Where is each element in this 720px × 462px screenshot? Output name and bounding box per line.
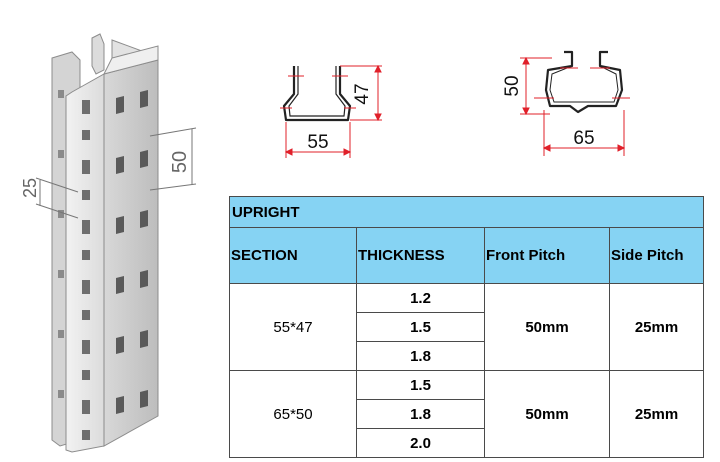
dim-label-50: 50 <box>169 151 191 173</box>
upright-spec-table: UPRIGHT SECTION THICKNESS Front Pitch Si… <box>229 196 704 458</box>
profile-65x50-drawing: 50 65 <box>502 50 630 156</box>
profile-65x50-dimensions <box>520 56 630 156</box>
header-front-pitch: Front Pitch <box>484 227 610 284</box>
header-section: SECTION <box>229 227 357 284</box>
thickness-value: 2.0 <box>356 428 485 458</box>
front-pitch-value: 50mm <box>484 283 610 371</box>
dimension-50-lines <box>149 127 197 191</box>
table-title: UPRIGHT <box>229 196 704 228</box>
profile-65x50-width-label: 65 <box>573 128 594 149</box>
upright-post-illustration: 25 50 <box>20 33 197 453</box>
thickness-value: 1.8 <box>356 341 485 371</box>
thickness-value: 1.2 <box>356 283 485 313</box>
profile-55x47-outline <box>282 66 352 122</box>
front-perforations <box>82 100 90 440</box>
side-pitch-value: 25mm <box>609 370 704 458</box>
profile-55x47-width-label: 55 <box>307 132 328 153</box>
thickness-value: 1.8 <box>356 399 485 429</box>
profile-55x47-height-label: 47 <box>352 83 373 104</box>
profile-65x50-height-label: 50 <box>502 75 523 96</box>
front-pitch-value: 50mm <box>484 370 610 458</box>
profile-55x47-drawing: 55 47 <box>280 64 382 158</box>
thickness-value: 1.5 <box>356 312 485 342</box>
section-value: 65*50 <box>229 370 357 458</box>
header-thickness: THICKNESS <box>356 227 485 284</box>
dimension-25-lines <box>35 177 79 219</box>
side-perforations <box>116 90 148 414</box>
thickness-value: 1.5 <box>356 370 485 400</box>
profile-65x50-outline <box>544 50 624 114</box>
dim-label-25: 25 <box>20 178 40 198</box>
section-value: 55*47 <box>229 283 357 371</box>
header-side-pitch: Side Pitch <box>609 227 704 284</box>
profile-55x47-dimensions <box>280 64 382 158</box>
side-pitch-value: 25mm <box>609 283 704 371</box>
